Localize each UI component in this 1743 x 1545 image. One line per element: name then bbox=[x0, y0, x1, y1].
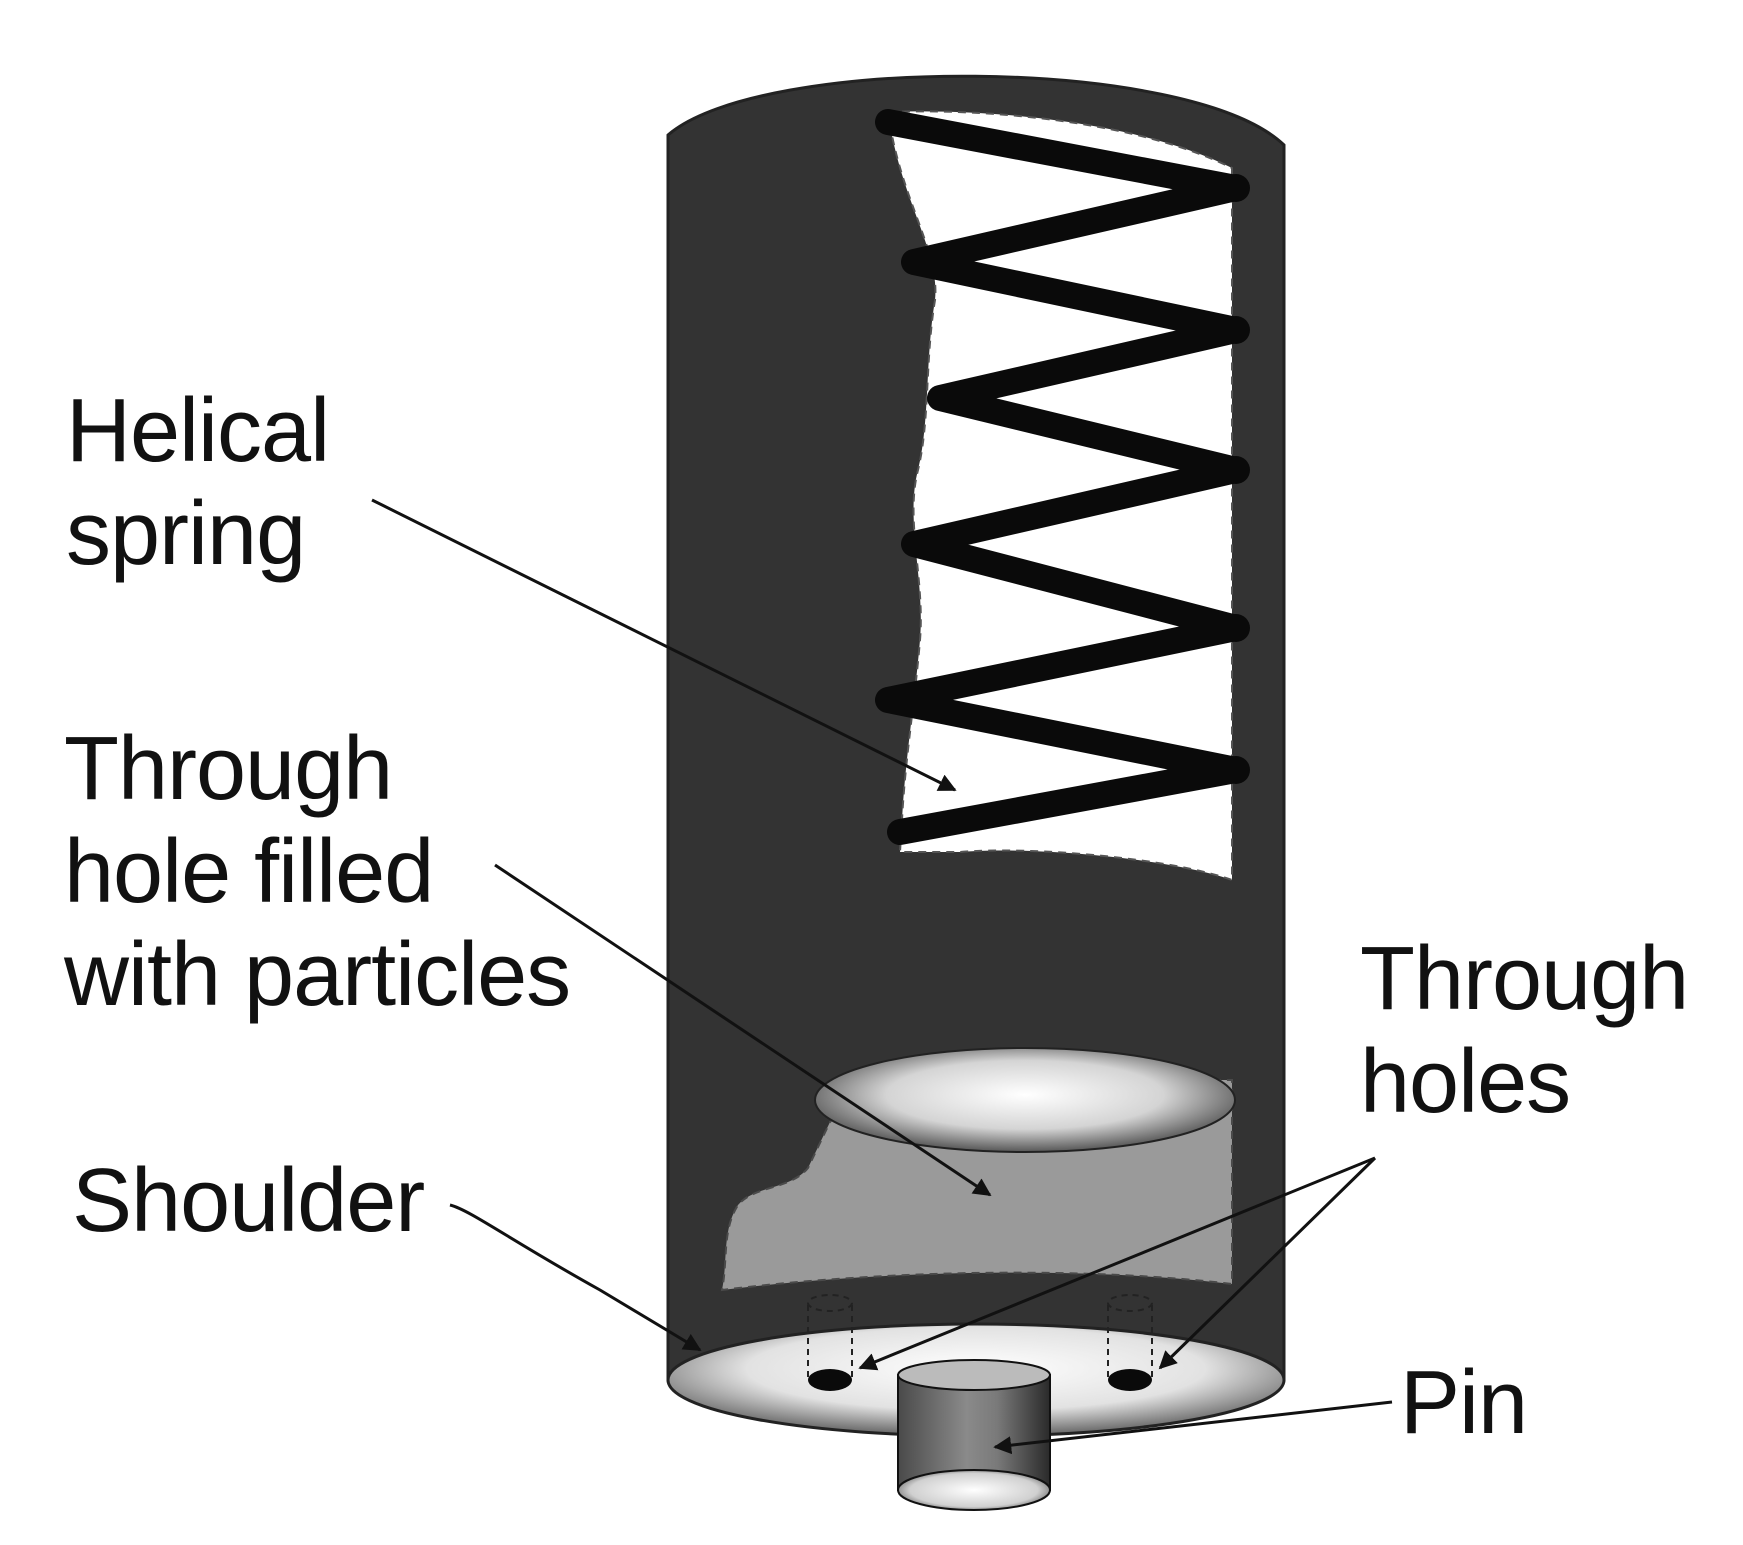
label-helical-spring-line-2: spring bbox=[66, 484, 306, 584]
label-through-hole-filled: Through hole filled with particles bbox=[64, 718, 571, 1027]
label-shoulder-text: Shoulder bbox=[72, 1151, 425, 1251]
leader-pin bbox=[993, 1400, 1393, 1455]
label-pin: Pin bbox=[1400, 1352, 1528, 1455]
small-through-holes bbox=[807, 1294, 1153, 1391]
label-helical-spring-line-1: Helical bbox=[66, 381, 330, 481]
leader-through-holes-left bbox=[858, 1156, 1376, 1371]
leader-through-holes-right bbox=[1158, 1156, 1377, 1370]
label-through-holes-line-2: holes bbox=[1360, 1032, 1571, 1132]
label-through-holes: Through holes bbox=[1360, 928, 1689, 1134]
leader-through-hole-filled bbox=[494, 863, 992, 1197]
pin bbox=[897, 1359, 1051, 1511]
leader-lines bbox=[371, 498, 1393, 1455]
leader-helical-spring bbox=[371, 498, 957, 792]
leader-shoulder bbox=[449, 1203, 702, 1352]
helical-spring bbox=[875, 109, 1250, 845]
label-through-hole-filled-line-3: with particles bbox=[64, 925, 571, 1025]
through-hole-right bbox=[1107, 1294, 1153, 1391]
label-helical-spring: Helical spring bbox=[66, 380, 330, 586]
through-hole-left bbox=[807, 1294, 853, 1391]
label-pin-text: Pin bbox=[1400, 1353, 1528, 1453]
label-through-hole-filled-line-1: Through bbox=[64, 719, 393, 819]
label-through-holes-line-1: Through bbox=[1360, 929, 1689, 1029]
through-hole-disc bbox=[814, 1047, 1236, 1153]
label-through-hole-filled-line-2: hole filled bbox=[64, 822, 434, 922]
label-shoulder: Shoulder bbox=[72, 1150, 425, 1253]
